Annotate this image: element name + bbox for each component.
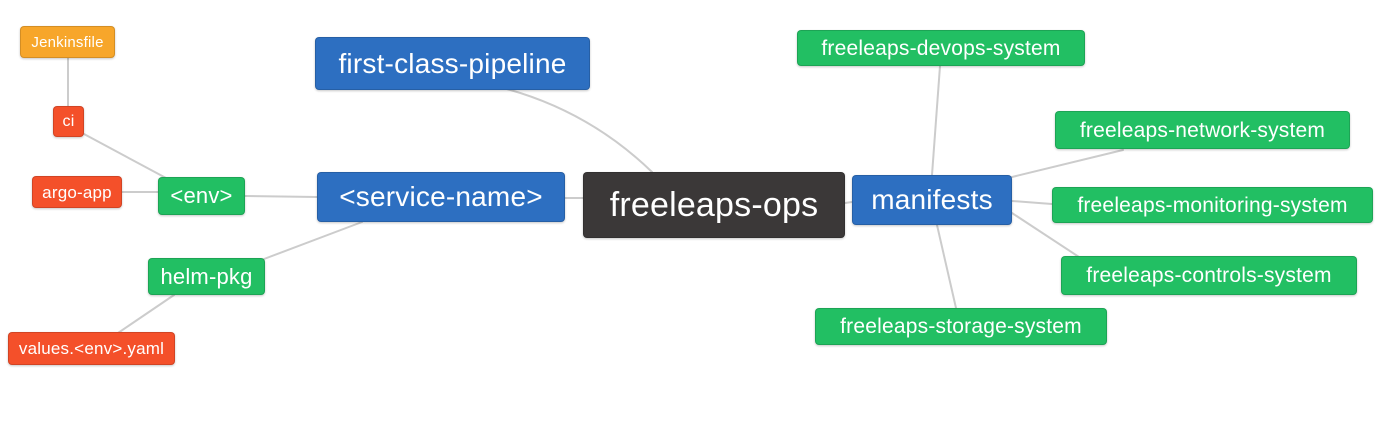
edge-env--service-name <box>244 195 318 198</box>
node-freeleaps-ops[interactable]: freeleaps-ops <box>583 172 845 238</box>
edge-manifests--freeleaps-controls-system <box>1011 212 1080 258</box>
node-helm-pkg[interactable]: helm-pkg <box>148 258 265 295</box>
node-argo-app[interactable]: argo-app <box>32 176 122 208</box>
edge-first-class-pipeline--freeleaps-ops <box>506 88 653 173</box>
node-jenkinsfile[interactable]: Jenkinsfile <box>20 26 115 58</box>
node-freeleaps-storage-system[interactable]: freeleaps-storage-system <box>815 308 1107 345</box>
node-ci[interactable]: ci <box>53 106 84 137</box>
edge-manifests--freeleaps-storage-system <box>936 224 957 309</box>
edge-helm-pkg--service-name <box>263 221 363 260</box>
node-service-name[interactable]: <service-name> <box>317 172 565 222</box>
edge-manifests--freeleaps-devops-system <box>931 65 941 176</box>
edge-ci--env <box>83 133 167 179</box>
edge-manifests--freeleaps-monitoring-system <box>1011 200 1053 205</box>
node-env[interactable]: <env> <box>158 177 245 215</box>
node-freeleaps-devops-system[interactable]: freeleaps-devops-system <box>797 30 1085 66</box>
node-freeleaps-monitoring-system[interactable]: freeleaps-monitoring-system <box>1052 187 1373 223</box>
node-freeleaps-network-system[interactable]: freeleaps-network-system <box>1055 111 1350 149</box>
edge-freeleaps-ops--manifests <box>844 201 853 204</box>
node-freeleaps-controls-system[interactable]: freeleaps-controls-system <box>1061 256 1357 295</box>
edge-manifests--freeleaps-network-system <box>1011 149 1124 178</box>
node-first-class-pipeline[interactable]: first-class-pipeline <box>315 37 590 90</box>
node-values-env-yaml[interactable]: values.<env>.yaml <box>8 332 175 365</box>
edge-values-env-yaml--helm-pkg <box>117 294 175 334</box>
node-manifests[interactable]: manifests <box>852 175 1012 225</box>
